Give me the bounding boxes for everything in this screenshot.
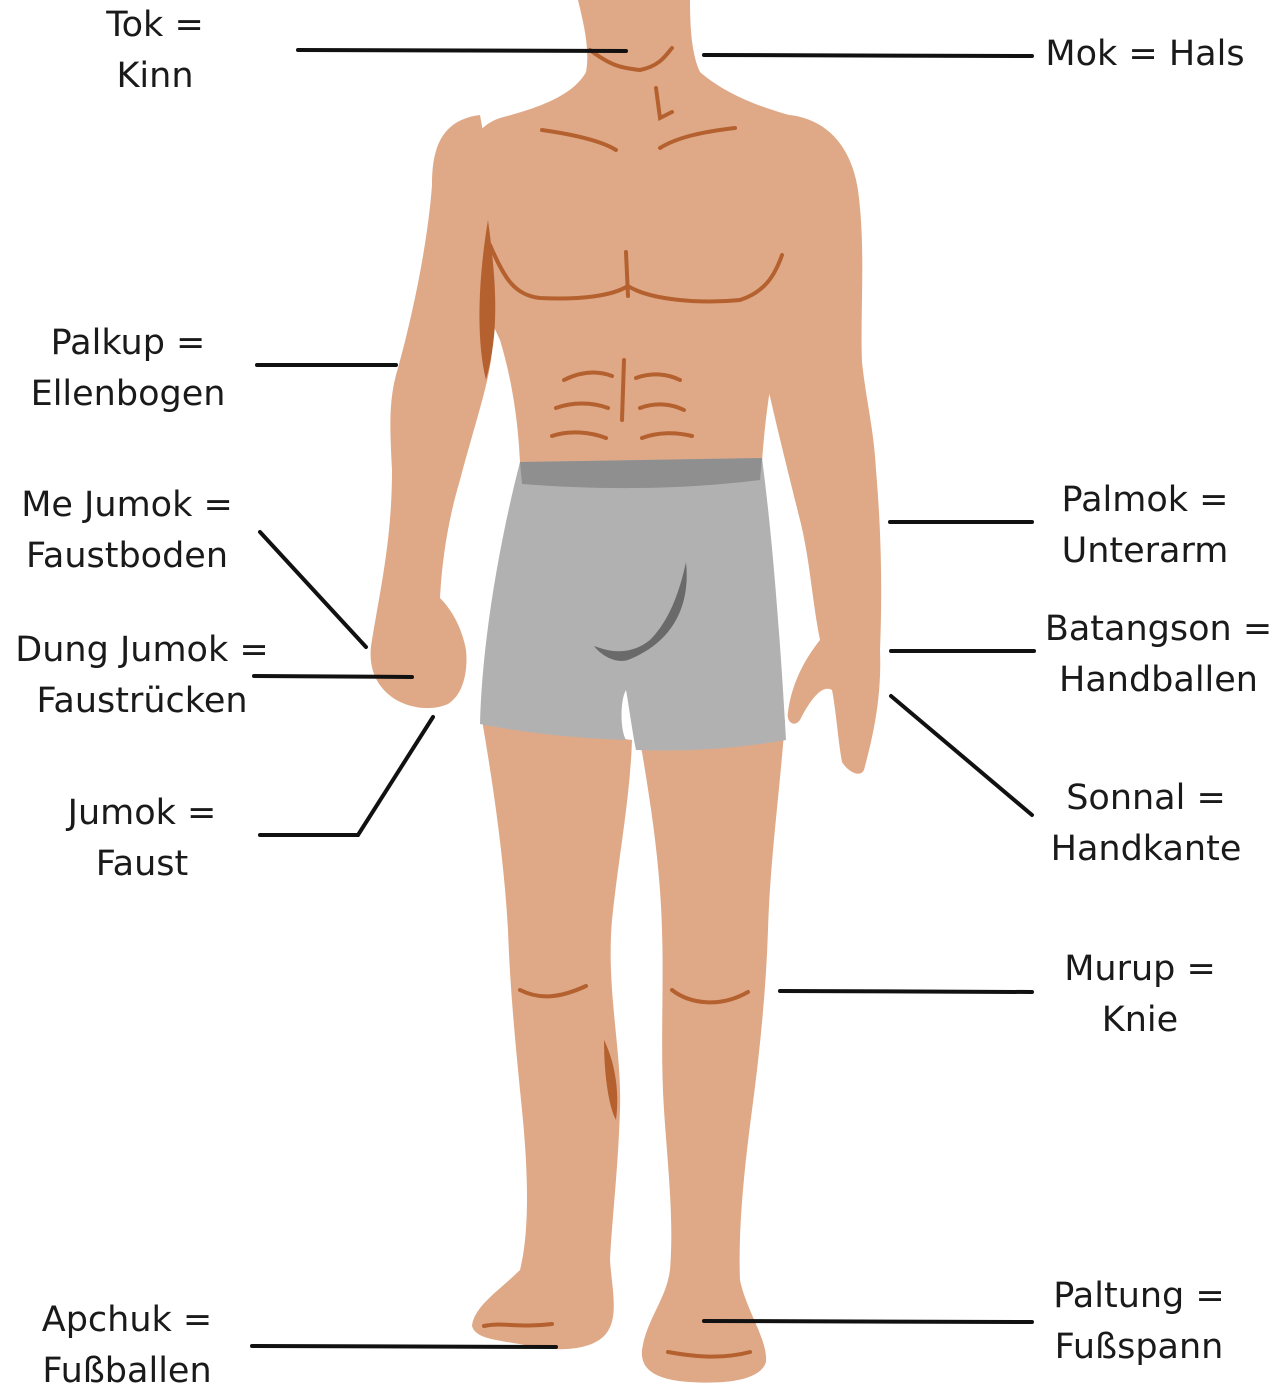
label-meaning: Handballen [1036, 655, 1281, 706]
label-term: Palkup = [8, 318, 248, 369]
shorts-waistband [520, 458, 762, 488]
label-term: Sonnal = [1036, 773, 1256, 824]
label-mok: Mok = Hals [1040, 29, 1250, 80]
label-term: Apchuk = [16, 1295, 238, 1346]
leader-line-tok [298, 50, 626, 51]
label-term: Jumok = [52, 788, 232, 839]
label-jumok: Jumok = Faust [52, 788, 232, 890]
leader-line-paltung [704, 1321, 1032, 1322]
label-murup: Murup = Knie [1040, 944, 1240, 1046]
label-meaning: Fußballen [16, 1346, 238, 1397]
label-term: Tok = [70, 0, 240, 51]
leader-line-apchuk [252, 1346, 556, 1347]
shorts-illustration [480, 458, 786, 751]
label-meaning: Faustrücken [2, 676, 282, 727]
label-term: Batangson = [1036, 604, 1281, 655]
leader-line-sonnal [891, 696, 1032, 815]
label-meaning: Faust [52, 839, 232, 890]
label-meaning: Kinn [70, 51, 240, 102]
leader-line-mok [704, 55, 1032, 56]
leader-line-jumok [260, 717, 433, 835]
label-sonnal: Sonnal = Handkante [1036, 773, 1256, 875]
label-meaning: Handkante [1036, 824, 1256, 875]
label-term: Dung Jumok = [2, 625, 282, 676]
label-term: Murup = [1040, 944, 1240, 995]
label-apchuk: Apchuk = Fußballen [16, 1295, 238, 1397]
label-paltung: Paltung = Fußspann [1034, 1271, 1244, 1373]
label-palmok: Palmok = Unterarm [1040, 475, 1250, 577]
right-leg-illustration [472, 720, 632, 1349]
label-meaning: Faustboden [2, 531, 252, 582]
human-body [371, 0, 882, 1383]
label-meaning: Ellenbogen [8, 369, 248, 420]
label-palkup: Palkup = Ellenbogen [8, 318, 248, 420]
label-dung-jumok: Dung Jumok = Faustrücken [2, 625, 282, 727]
label-term: Me Jumok = [2, 480, 252, 531]
label-term: Palmok = [1040, 475, 1250, 526]
label-term: Mok = Hals [1040, 29, 1250, 80]
label-meaning: Fußspann [1034, 1322, 1244, 1373]
leader-line-murup [780, 991, 1032, 992]
label-term: Paltung = [1034, 1271, 1244, 1322]
label-me-jumok: Me Jumok = Faustboden [2, 480, 252, 582]
label-meaning: Unterarm [1040, 526, 1250, 577]
left-leg-illustration [640, 720, 785, 1383]
label-meaning: Knie [1040, 995, 1240, 1046]
label-batangson: Batangson = Handballen [1036, 604, 1281, 706]
label-tok: Tok = Kinn [70, 0, 240, 102]
